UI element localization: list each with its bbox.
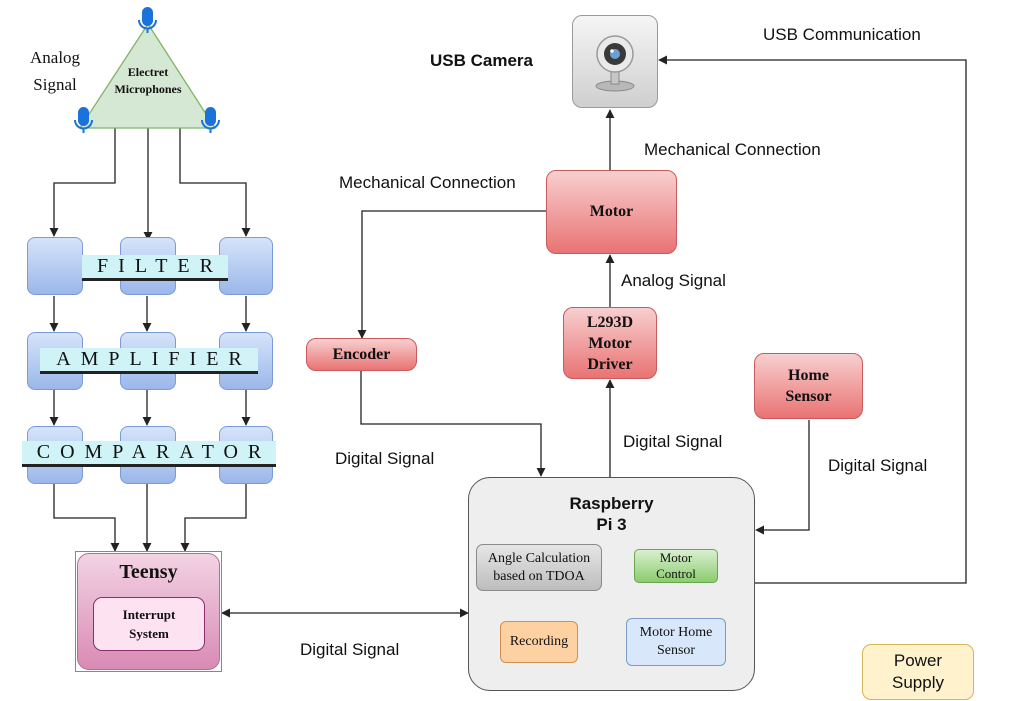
usb-communication-label: USB Communication [763, 25, 921, 44]
raspberry-pi-title: Raspberry Pi 3 [569, 494, 654, 534]
filter-block-left [27, 237, 83, 295]
digital-signal-teensy-label: Digital Signal [300, 640, 400, 659]
comparator-band: COMPARATOR [22, 441, 276, 467]
interrupt-system-block: Interrupt System [93, 597, 205, 651]
mechanical-connection-left-label: Mechanical Connection [339, 173, 516, 192]
teensy-title: Teensy [119, 561, 178, 583]
digital-signal-home-label: Digital Signal [828, 456, 928, 475]
digital-signal-driver-label: Digital Signal [623, 432, 723, 451]
analog-signal-edge-label: Analog Signal [621, 271, 726, 290]
angle-calculation-block: Angle Calculation based on TDOA [476, 544, 602, 591]
microphone-icon-right [201, 107, 220, 133]
usb-camera-label: USB Camera [430, 51, 533, 70]
microphone-icon-left [74, 107, 93, 133]
encoder-block: Encoder [306, 338, 417, 371]
comp-to-teensy-left-arrow [53, 484, 120, 552]
filter-band: FILTER [82, 255, 228, 281]
recording-block: Recording [500, 621, 578, 663]
mic-to-filter-right-arrow [179, 128, 251, 237]
motor-to-encoder-arrow [357, 210, 546, 339]
amplifier-band: AMPLIFIER [40, 348, 258, 374]
comp-to-teensy-right-arrow [180, 484, 247, 552]
motor-home-sensor-block: Motor Home Sensor [626, 618, 726, 666]
analog-signal-label: Analog Signal [30, 48, 81, 94]
microphone-icon-top [138, 7, 157, 33]
usb-communication-arrow [658, 55, 967, 584]
mechanical-connection-top-label: Mechanical Connection [644, 140, 821, 159]
teensy-frame [75, 551, 222, 672]
motor-control-block: Motor Control [634, 549, 718, 583]
motor-driver-block: L293D Motor Driver [563, 307, 657, 379]
home-to-raspberry-arrow [755, 420, 810, 535]
home-sensor-block: Home Sensor [754, 353, 863, 419]
encoder-to-raspberry-arrow [360, 371, 546, 477]
motor-block: Motor [546, 170, 677, 254]
microphones-label: Electret Microphones [114, 65, 182, 96]
power-supply-block: Power Supply [862, 644, 974, 700]
mic-to-filter-left-arrow [49, 128, 116, 237]
filter-block-right [219, 237, 273, 295]
microphone-triangle [78, 22, 217, 129]
digital-signal-encoder-label: Digital Signal [335, 449, 435, 468]
